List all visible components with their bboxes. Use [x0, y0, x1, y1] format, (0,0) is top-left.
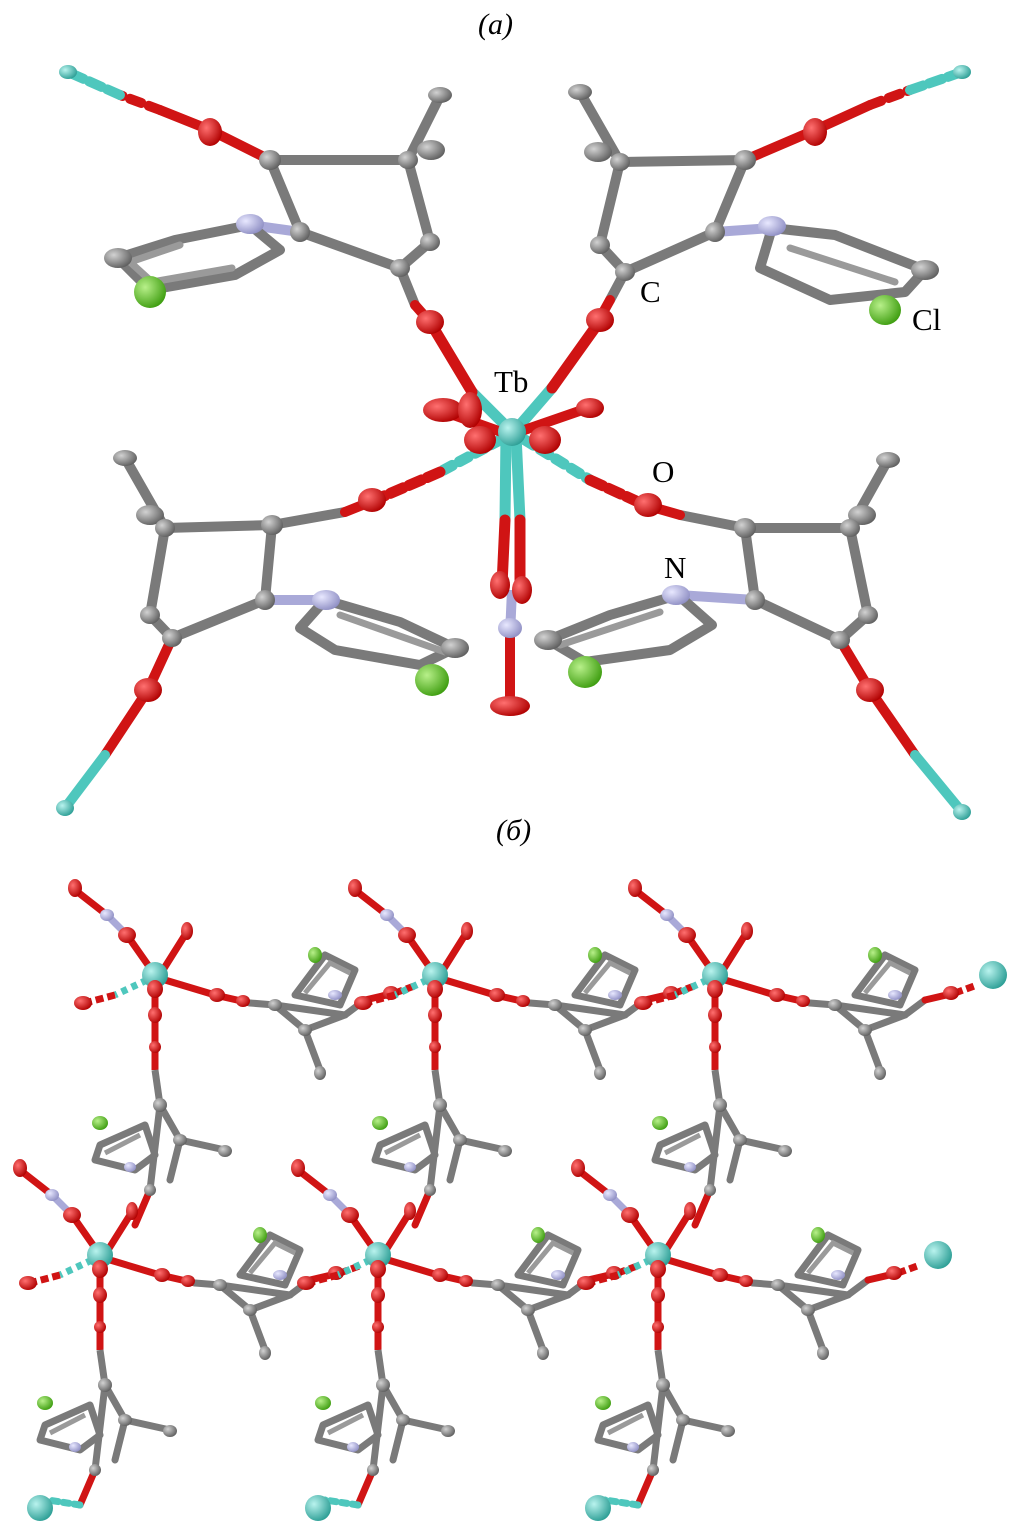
nitrate-lower [490, 571, 532, 716]
unit-r2-c2 [291, 1159, 640, 1505]
panel-b-label: (б) [496, 814, 531, 847]
unit-r1-c1 [68, 879, 417, 1225]
unit-r1-c3 [628, 879, 977, 1225]
ligand-upper-left [59, 65, 452, 334]
layer-row-2 [13, 1159, 920, 1505]
panel-a: (a) [56, 8, 971, 820]
unit-r2-c1 [13, 1159, 362, 1505]
panel-b: (б) [13, 814, 1007, 1521]
ligand-upper-right [568, 65, 971, 332]
tb-atom-terminal [924, 1241, 952, 1269]
layer-row-1 [68, 879, 977, 1225]
unit-r2-c3 [571, 1159, 920, 1505]
panel-a-label: (a) [478, 8, 513, 41]
atom-label-cl: Cl [912, 302, 941, 337]
tb-atom-terminal [979, 961, 1007, 989]
bottom-terminals [27, 1495, 642, 1521]
atom-label-c: C [640, 274, 661, 309]
tb-coordination-bonds [369, 312, 651, 594]
ligand-lower-right [534, 452, 971, 820]
atom-label-n: N [664, 550, 686, 585]
atom-label-tb: Tb [494, 364, 528, 399]
unit-r1-c2 [348, 879, 697, 1225]
tb-atom [498, 418, 526, 446]
atom-label-o: O [652, 454, 674, 489]
ligand-lower-left [56, 450, 469, 816]
